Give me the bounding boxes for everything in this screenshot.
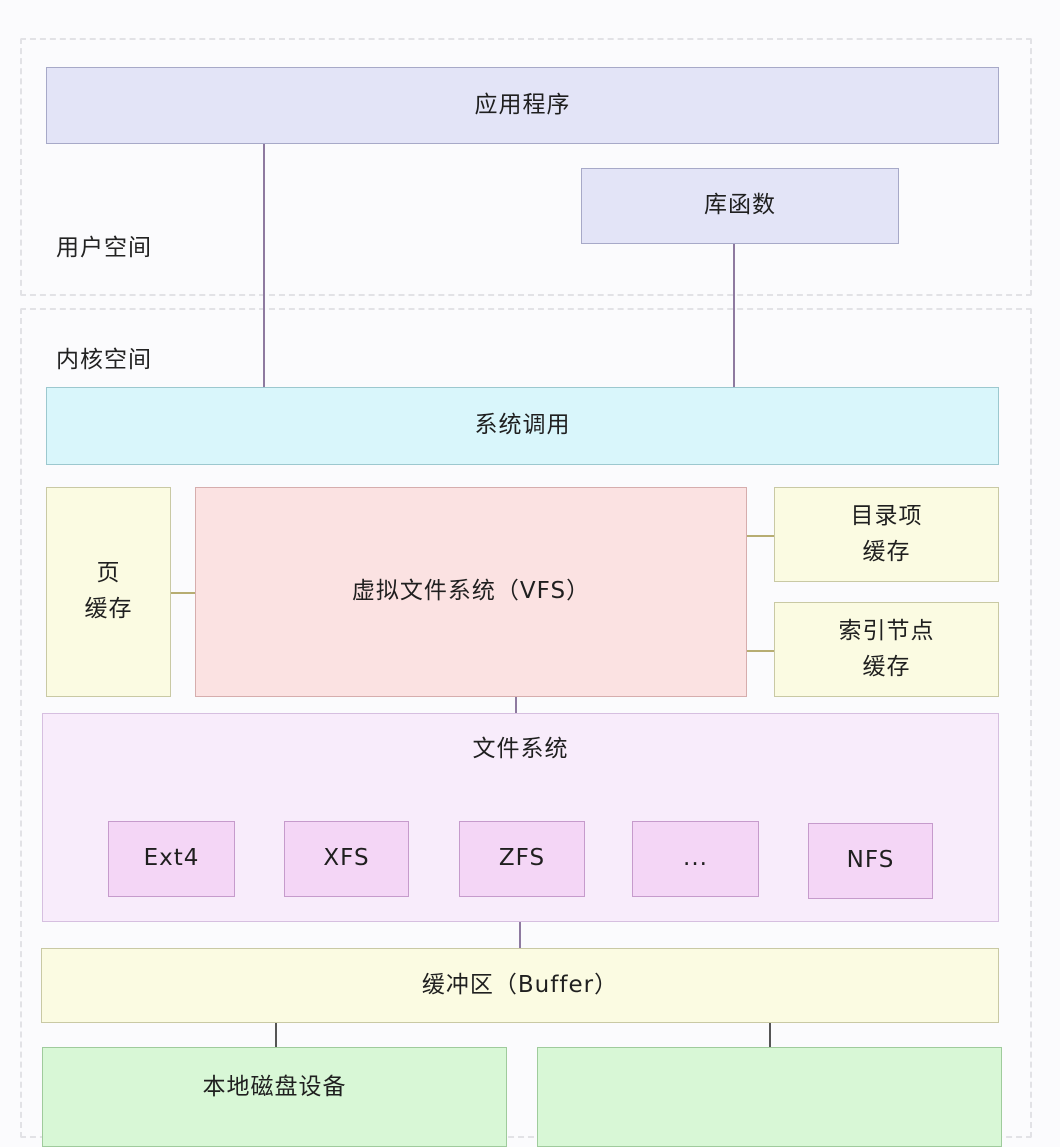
application-box: 应用程序 [46, 67, 999, 144]
user-space-label: 用户空间 [56, 235, 152, 261]
inode-cache-label-line2: 缓存 [862, 653, 911, 680]
filesystem-buffer-line [519, 921, 521, 948]
fs-zfs-box: ZFS [459, 821, 585, 897]
page-cache-box: 页 缓存 [46, 487, 171, 697]
fs-nfs-label: NFS [846, 847, 895, 874]
vfs-filesystem-line [515, 696, 517, 714]
dentry-cache-label-line2: 缓存 [862, 538, 911, 565]
buffer-disk-line [275, 1022, 277, 1048]
library-syscall-line [733, 243, 735, 387]
vfs-label: 虚拟文件系统（VFS） [351, 578, 591, 605]
fs-xfs-label: XFS [323, 845, 370, 872]
local-disk-label: 本地磁盘设备 [202, 1074, 347, 1100]
dentry-cache-label-line1: 目录项 [850, 502, 923, 529]
page-cache-label-line1: 页 [96, 560, 121, 587]
syscall-label: 系统调用 [474, 412, 571, 439]
library-box: 库函数 [581, 168, 899, 244]
inode-cache-box: 索引节点 缓存 [774, 602, 999, 697]
kernel-space-label: 内核空间 [56, 347, 152, 373]
fs-zfs-label: ZFS [498, 845, 546, 872]
vfs-dentry-line [746, 535, 775, 537]
user-space-zone [20, 38, 1032, 296]
second-device-box [537, 1047, 1002, 1147]
vfs-inode-line [746, 650, 775, 652]
page-cache-label-line2: 缓存 [84, 596, 133, 622]
fs-nfs-box: NFS [808, 823, 933, 899]
buffer-box: 缓冲区（Buffer） [41, 948, 999, 1023]
filesystem-label: 文件系统 [472, 736, 569, 762]
pagecache-vfs-line [170, 592, 196, 594]
dentry-cache-box: 目录项 缓存 [774, 487, 999, 582]
fs-ext4-label: Ext4 [143, 845, 200, 872]
application-label: 应用程序 [474, 91, 571, 118]
fs-more-label: ... [683, 845, 708, 872]
inode-cache-label-line1: 索引节点 [838, 617, 935, 644]
local-disk-box: 本地磁盘设备 [42, 1047, 507, 1147]
buffer-label: 缓冲区（Buffer） [421, 971, 619, 998]
fs-more-box: ... [632, 821, 759, 897]
vfs-box: 虚拟文件系统（VFS） [195, 487, 747, 697]
fs-xfs-box: XFS [284, 821, 409, 897]
app-syscall-line [263, 143, 265, 387]
fs-ext4-box: Ext4 [108, 821, 235, 897]
library-label: 库函数 [704, 192, 776, 219]
buffer-device-line [769, 1022, 771, 1048]
syscall-box: 系统调用 [46, 387, 999, 465]
